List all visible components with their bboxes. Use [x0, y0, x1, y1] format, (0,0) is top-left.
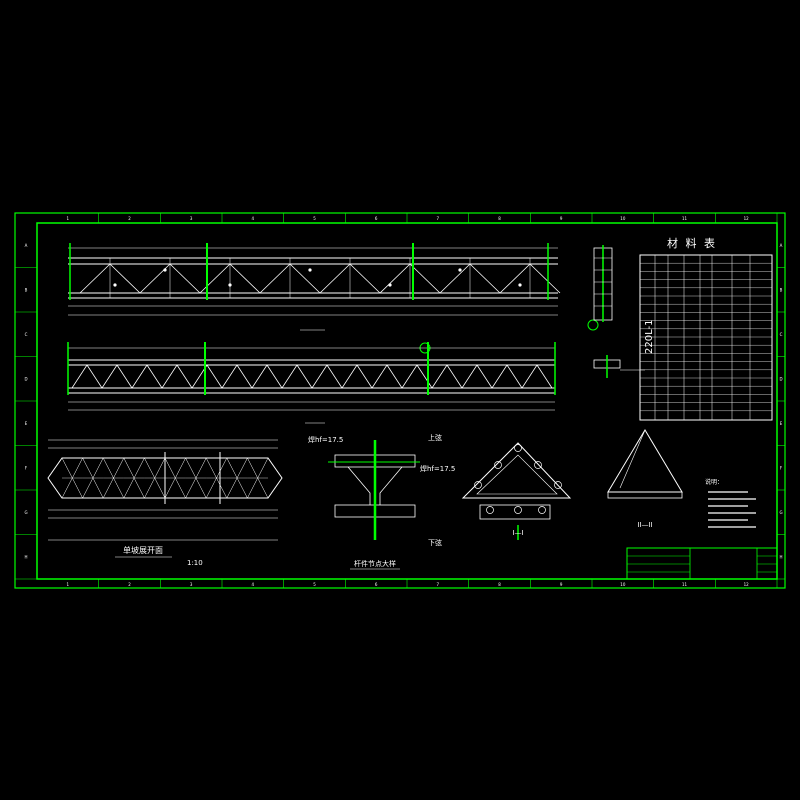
truss-elevation-2: [67, 342, 556, 424]
frame-mark-row: A: [25, 243, 28, 248]
frame-mark-row: C: [25, 332, 28, 337]
frame-mark-column: 1: [67, 582, 70, 587]
joint-weld-right: 焊hf=17.5: [420, 464, 455, 473]
frame-mark-column: 10: [620, 216, 626, 221]
section-one-label: I—I: [512, 529, 523, 537]
frame-mark-row: D: [779, 376, 782, 381]
notes-heading: 说明：: [705, 478, 723, 486]
truss1-node-marks: [113, 268, 522, 287]
frame-mark-row: F: [780, 465, 783, 470]
frame-mark-column: 12: [744, 216, 750, 221]
frame-mark-column: 4: [252, 582, 255, 587]
frame-mark-column: 11: [682, 582, 688, 587]
frame-mark-column: 5: [313, 582, 316, 587]
frame-mark-column: 8: [498, 582, 501, 587]
frame-mark-column: 8: [498, 216, 501, 221]
section-marker-1: [587, 319, 599, 331]
material-table: 材 料 表 220L-1: [639, 236, 773, 421]
section-two: II—II: [607, 429, 683, 529]
joint-detail: 焊hf=17.5 焊hf=17.5 上弦 下弦 杆件节点大样: [308, 433, 455, 570]
frame-mark-row: E: [25, 421, 28, 426]
frame-mark-column: 9: [560, 582, 563, 587]
frame-mark-column: 6: [375, 216, 378, 221]
top-view-plan: 单坡展开面 1:10: [47, 439, 283, 567]
material-table-side-label: 220L-1: [644, 320, 655, 354]
material-table-title: 材 料 表: [667, 236, 717, 250]
frame-mark-row: A: [780, 243, 783, 248]
frame-mark-column: 4: [252, 216, 255, 221]
frame-mark-row: H: [24, 554, 27, 559]
outer-border: [14, 212, 786, 589]
frame-mark-row: F: [25, 465, 28, 470]
frame-mark-row: G: [24, 510, 27, 515]
section-one: I—I: [461, 442, 572, 540]
frame-mark-column: 11: [682, 216, 688, 221]
frame-mark-column: 2: [128, 216, 131, 221]
side-section-detail: [593, 245, 645, 378]
frame-mark-column: 6: [375, 582, 378, 587]
frame-mark-column: 9: [560, 216, 563, 221]
truss-elevation-1: [68, 243, 599, 354]
frame-mark-row: E: [780, 421, 783, 426]
section-two-label: II—II: [637, 521, 652, 529]
plan-web-members: [61, 452, 269, 504]
title-block: [626, 547, 778, 580]
frame-mark-column: 7: [437, 216, 440, 221]
frame-mark-column: 2: [128, 582, 131, 587]
top-view-caption: 单坡展开面: [123, 545, 163, 555]
frame-mark-column: 10: [620, 582, 626, 587]
notes-block: 说明：: [705, 478, 756, 528]
frame-mark-row: C: [780, 332, 783, 337]
joint-caption: 杆件节点大样: [354, 559, 396, 568]
material-table-grid: [640, 255, 772, 420]
frame-mark-column: 5: [313, 216, 316, 221]
frame-mark-column: 7: [437, 582, 440, 587]
frame-mark-row: D: [24, 376, 27, 381]
frame-mark-row: B: [25, 287, 28, 292]
frame-mark-row: G: [779, 510, 782, 515]
frame-mark-column: 3: [190, 582, 193, 587]
frame-mark-row: H: [779, 554, 782, 559]
joint-top-label: 上弦: [428, 433, 442, 442]
top-view-scale: 1:10: [187, 559, 203, 567]
joint-bottom-label: 下弦: [428, 538, 442, 547]
truss2-web-members: [71, 364, 553, 389]
frame-mark-column: 1: [67, 216, 70, 221]
truss1-web-members: [79, 258, 561, 298]
notes-lines: [708, 491, 756, 528]
section-one-nodes: [474, 444, 562, 514]
frame-mark-column: 3: [190, 216, 193, 221]
frame-mark-column: 12: [744, 582, 750, 587]
joint-weld-left: 焊hf=17.5: [308, 435, 343, 444]
frame-mark-row: B: [780, 287, 783, 292]
